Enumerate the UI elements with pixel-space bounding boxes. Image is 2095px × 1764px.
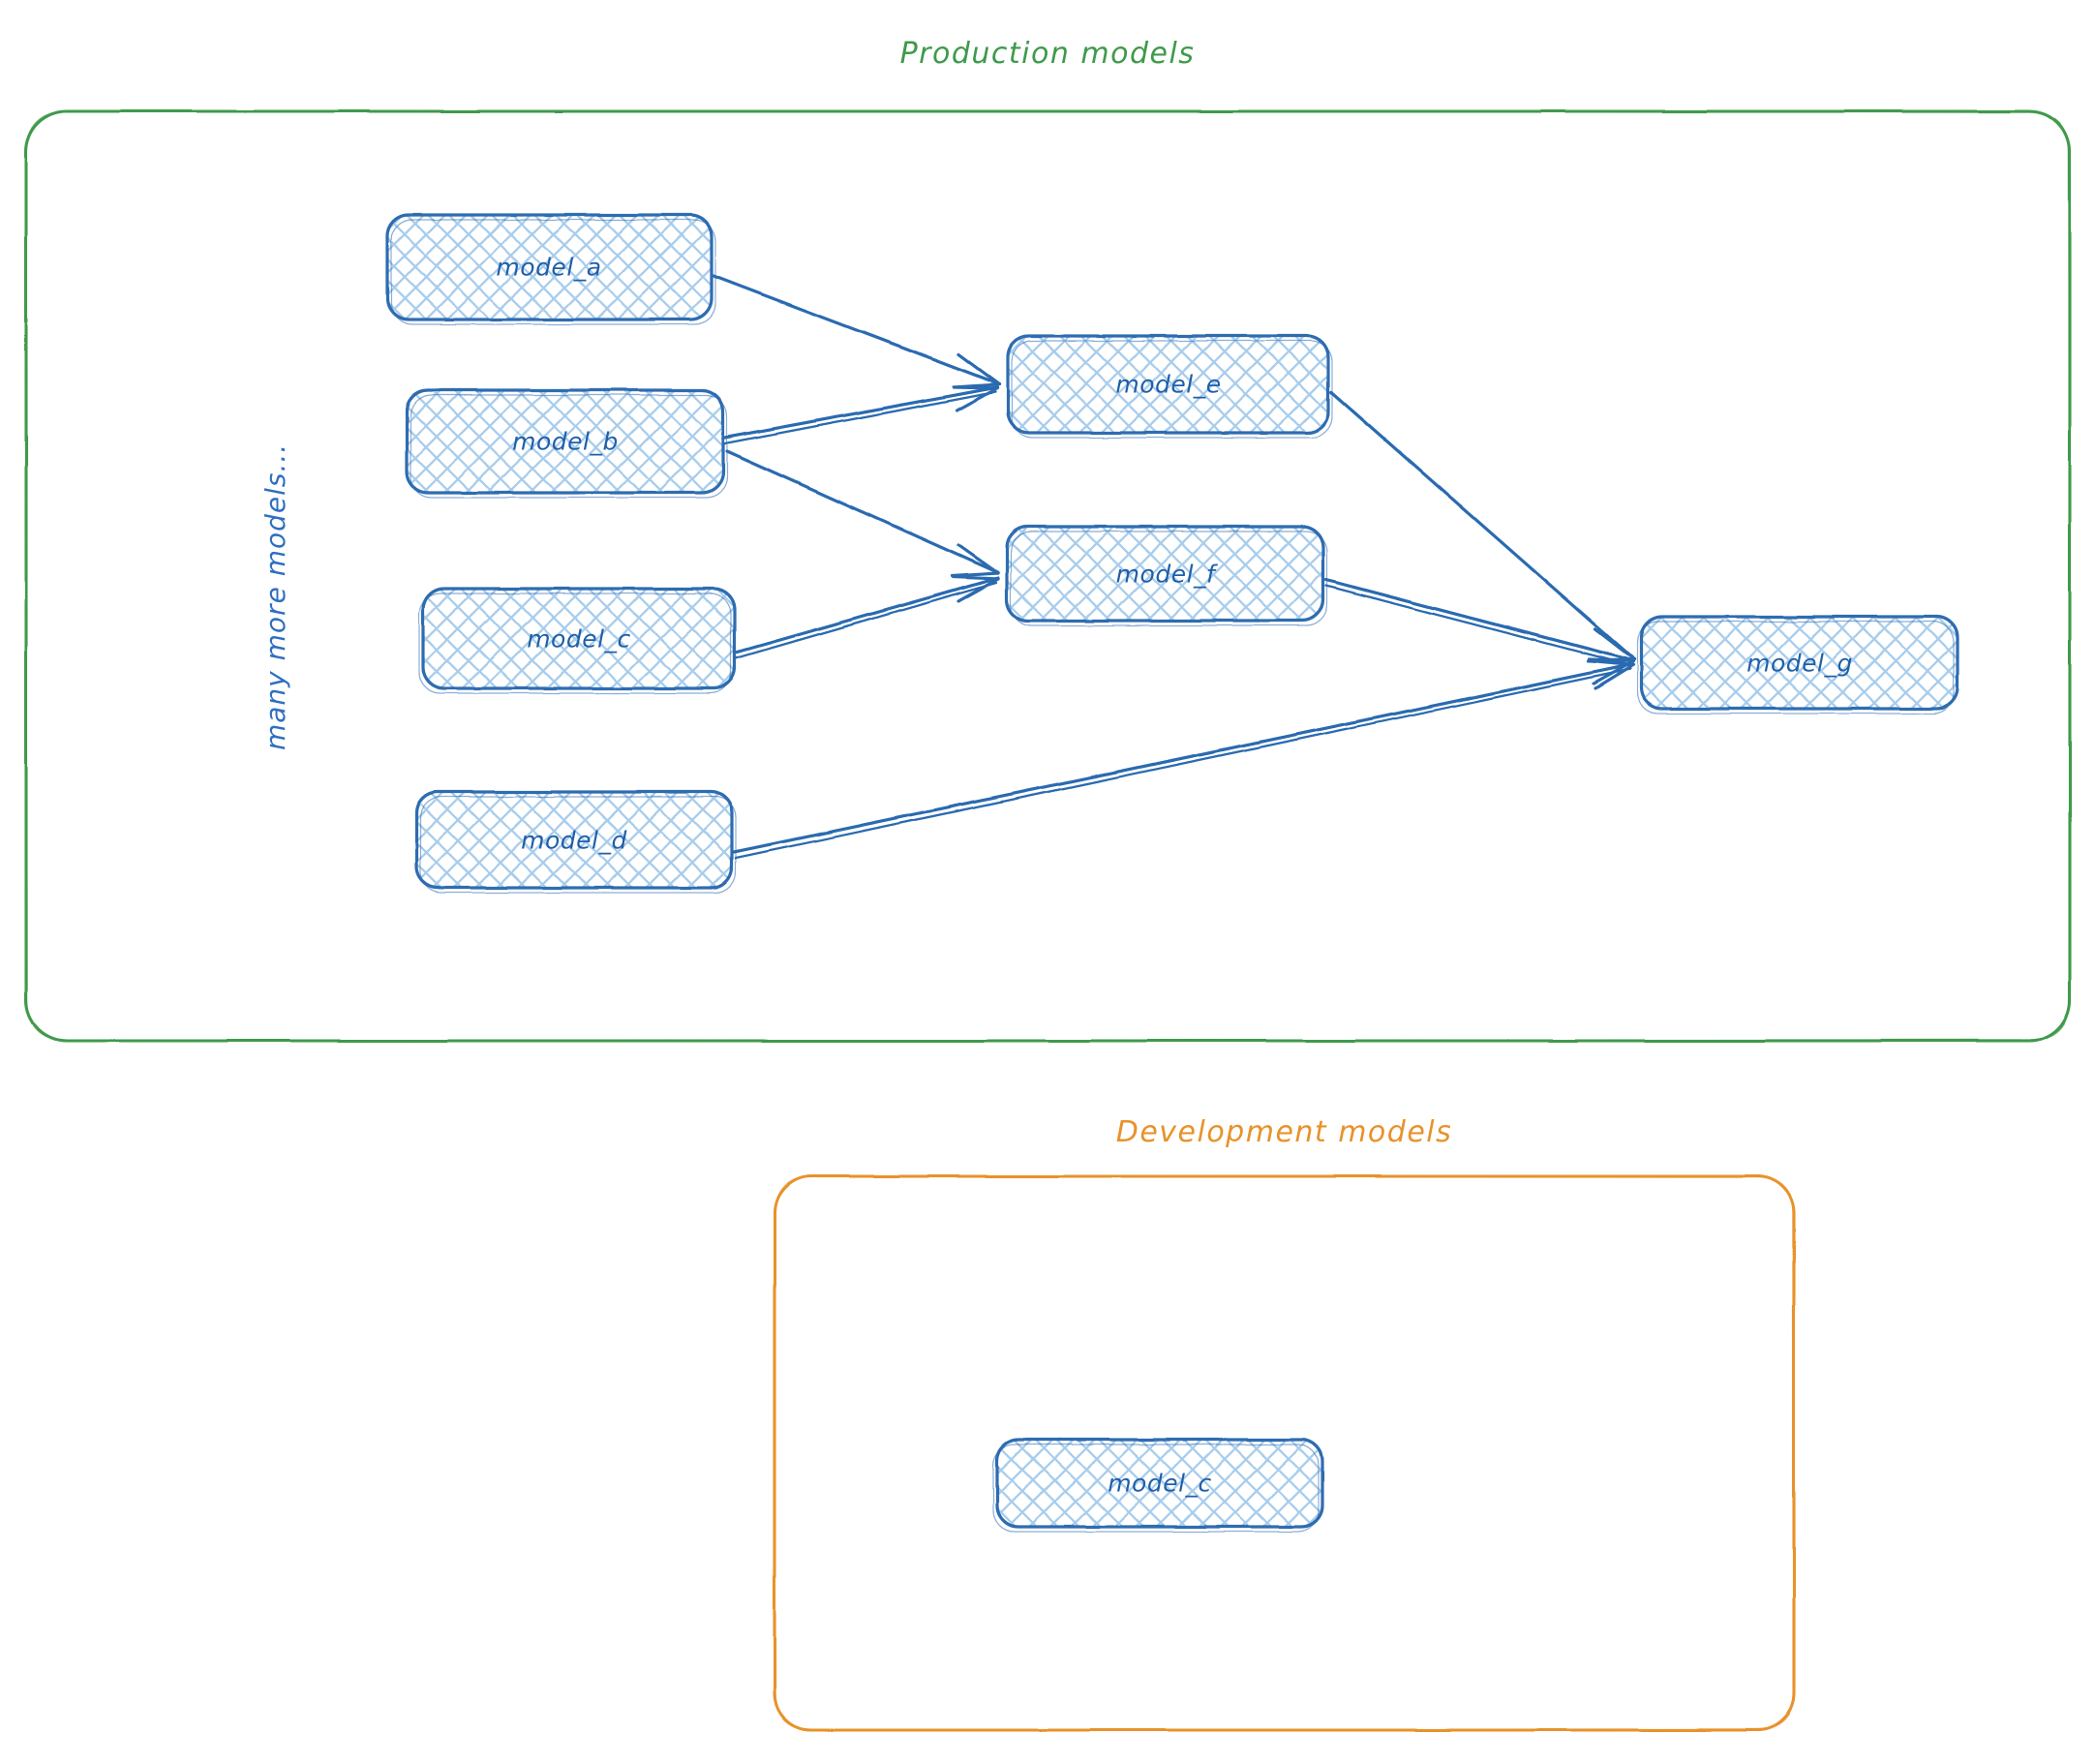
node-model-c-dev[interactable]: [992, 1438, 1324, 1533]
node-model-d[interactable]: [414, 790, 737, 894]
edge-layer: [712, 274, 1636, 860]
edge-model-a-to-model-e: [712, 274, 1001, 389]
edge-model-b-to-model-f: [725, 449, 1000, 578]
node-model-f[interactable]: [1005, 525, 1328, 626]
node-model-g[interactable]: [1636, 615, 1959, 715]
production-group-title: Production models: [899, 37, 1196, 71]
development-container: [773, 1174, 1796, 1732]
node-layer: [385, 213, 1959, 1533]
many-more-models-note: many more models...: [259, 442, 291, 750]
node-model-e[interactable]: [1006, 334, 1333, 439]
node-model-a[interactable]: [385, 213, 716, 325]
node-model-c-prod[interactable]: [418, 587, 737, 694]
edge-model-f-to-model-g: [1324, 578, 1635, 685]
edge-model-b-to-model-e: [723, 385, 999, 445]
edge-model-c-to-model-f: [734, 575, 1000, 660]
development-group-title: Development models: [1115, 1115, 1453, 1149]
node-model-b[interactable]: [405, 388, 728, 499]
edge-model-d-to-model-g: [732, 659, 1635, 860]
production-container: [24, 109, 2072, 1043]
